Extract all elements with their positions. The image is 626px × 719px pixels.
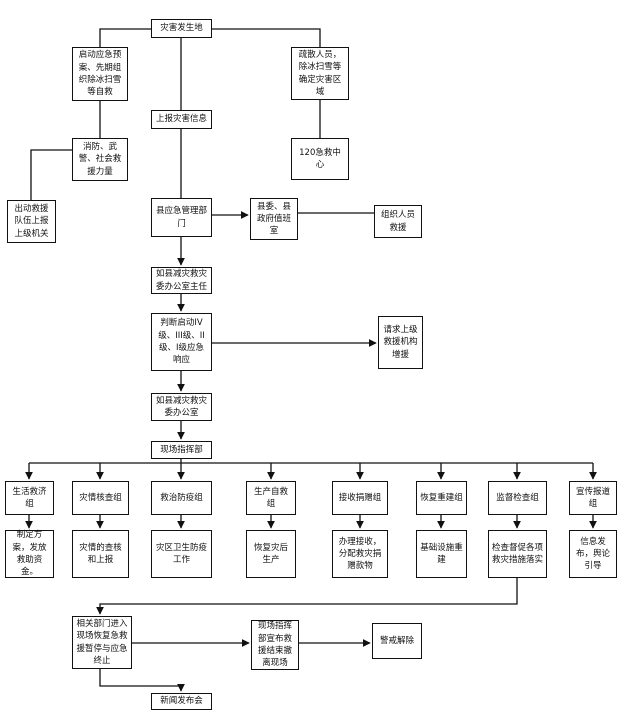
node-group-verify: 灾情核查组 (72, 481, 129, 515)
node-disaster-occurs: 灾害发生地 (151, 19, 212, 38)
link-dept-to-press (99, 669, 185, 692)
node-judge-level: 判断启动IV级、III级、II级、I级应急响应 (151, 313, 212, 371)
node-committee-director: 如县减灾救灾委办公室主任 (151, 267, 212, 294)
node-report-info: 上报灾害信息 (151, 110, 212, 129)
link-disaster-to-plan (99, 28, 128, 47)
node-press-release: 新闻发布会 (151, 693, 212, 710)
node-group-publicity: 宣传报道组 (569, 481, 617, 515)
node-task-verify: 灾情的查核和上报 (72, 530, 129, 578)
node-emergency-120: 120急救中心 (291, 138, 349, 180)
link-disaster-to-evacuate (212, 28, 321, 47)
node-group-medical: 救治防疫组 (151, 481, 212, 515)
link-fire-to-dispatch (30, 149, 72, 200)
node-task-relief: 制定方案，发放救助资金。 (5, 530, 54, 578)
node-task-production: 恢复灾后生产 (246, 530, 296, 578)
node-group-relief: 生活救济组 (5, 481, 54, 515)
node-organize-rescue: 组织人员救援 (374, 205, 422, 238)
node-command-end: 现场指挥部宣布救援结束撤离现场 (251, 620, 299, 670)
node-dispatch-rescue: 出动救援队伍上报上级机关 (7, 200, 56, 243)
node-task-publicity: 信息发布，舆论引导 (569, 530, 617, 578)
node-task-medical: 灾区卫生防疫工作 (151, 530, 212, 578)
node-task-donation: 办理接收，分配救灾捐赠款物 (332, 530, 388, 578)
node-alert-lift: 警戒解除 (372, 623, 422, 659)
node-task-rebuild: 基础设施重建 (416, 530, 467, 578)
node-dept-terminate: 相关部门进入现场恢复急救援暂停与应急终止 (72, 616, 132, 669)
link-supervise-to-dept (96, 578, 518, 615)
node-county-emergency: 县应急管理部门 (151, 198, 212, 237)
node-firefighting: 消防、武警、社会救援力量 (72, 138, 128, 181)
node-request-support: 请求上级救援机构增援 (378, 316, 423, 369)
node-group-rebuild: 恢复重建组 (416, 481, 467, 515)
node-group-donation: 接收捐赠组 (332, 481, 388, 515)
node-field-command: 现场指挥部 (151, 441, 212, 459)
node-evacuate: 疏散人员，除冰扫雪等确定灾害区域 (291, 47, 349, 100)
node-group-supervise: 监督检查组 (488, 481, 547, 515)
node-start-plan: 启动应急预案、先期组织除冰扫雪等自救 (72, 47, 128, 101)
node-county-duty: 县委、县政府值班室 (250, 198, 298, 240)
node-task-supervise: 检查督促各项救灾措施落实 (488, 530, 547, 578)
node-group-production: 生产自救组 (246, 481, 296, 515)
node-committee-office: 如县减灾救灾委办公室 (151, 393, 212, 421)
